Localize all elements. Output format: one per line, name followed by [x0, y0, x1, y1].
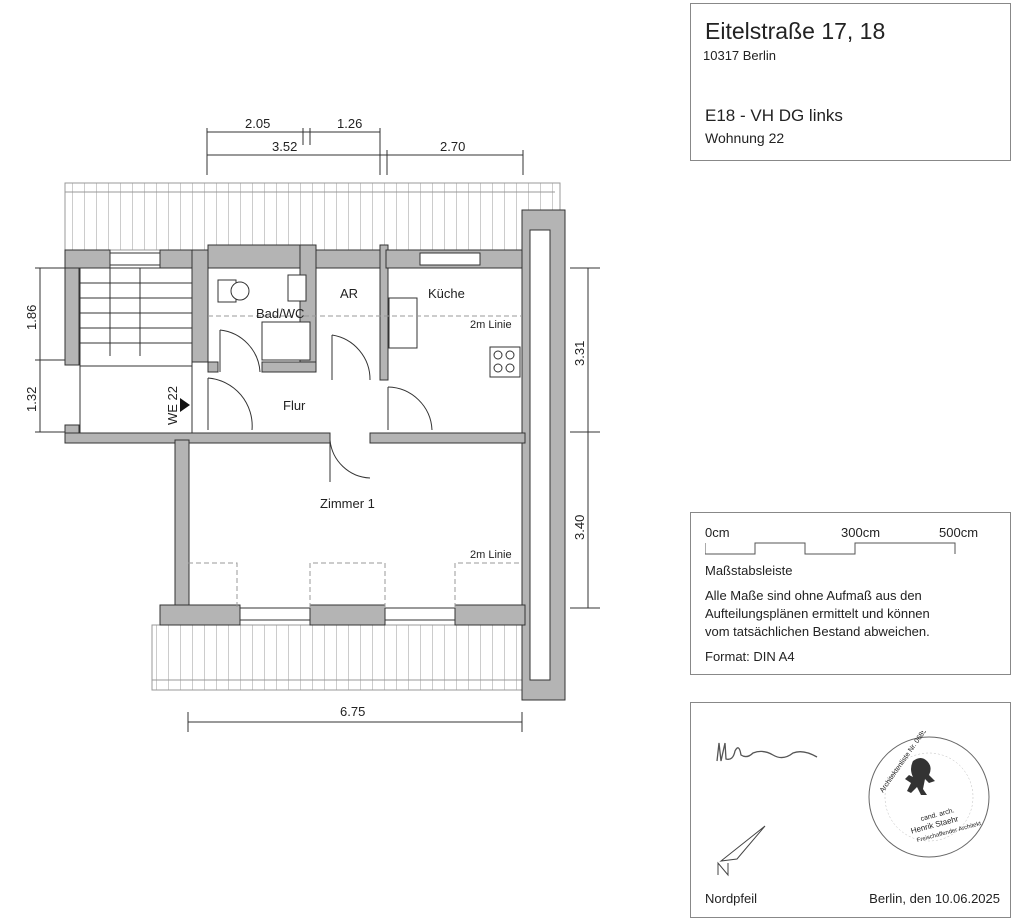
dim-left-1-32: 1.32	[24, 387, 39, 412]
walls	[64, 209, 566, 701]
fixtures	[217, 274, 521, 378]
room-label-hall: Flur	[283, 398, 306, 413]
disclaimer-line-1: Alle Maße sind ohne Aufmaß aus den	[705, 588, 922, 603]
dim-right-3-31: 3.31	[572, 341, 587, 366]
north-arrow-label: Nordpfeil	[705, 891, 758, 906]
two-meter-lines	[188, 315, 522, 608]
staircase	[79, 267, 193, 434]
room1-2m-line-label: 2m Linie	[470, 549, 512, 561]
dim-top-1-26: 1.26	[337, 116, 362, 131]
scale-label-300: 300cm	[841, 525, 881, 540]
dim-left-1-86: 1.86	[24, 305, 39, 330]
city: 10317 Berlin	[703, 48, 776, 63]
room-label-kitchen: Küche	[428, 286, 465, 301]
dim-top-3-52: 3.52	[272, 139, 297, 154]
scale-bar	[705, 542, 956, 555]
architect-stamp: cand. arch. Henrik Staehr Freischaffende…	[868, 731, 990, 858]
dim-bottom-6-75: 6.75	[340, 704, 365, 719]
doors	[207, 329, 433, 482]
entrance-label: WE 22	[165, 386, 180, 425]
legend-block: 0cm 300cm 500cm Maßstabsleiste Alle Maße…	[690, 512, 1011, 675]
bear-icon	[905, 758, 935, 795]
dimension-lines	[35, 128, 600, 732]
paper-format: Format: DIN A4	[705, 649, 795, 664]
room-label-room1: Zimmer 1	[320, 496, 375, 511]
scale-title: Maßstabsleiste	[705, 563, 793, 578]
entrance-arrow-icon	[180, 398, 190, 412]
address: Eitelstraße 17, 18	[705, 18, 886, 44]
room-label-storage: AR	[340, 286, 358, 301]
scale-label-0: 0cm	[705, 525, 730, 540]
dim-right-3-40: 3.40	[572, 515, 587, 540]
room-label-bath: Bad/WC	[256, 306, 304, 321]
scale-label-500: 500cm	[939, 525, 979, 540]
kitchen-2m-line-label: 2m Linie	[470, 319, 512, 331]
floor-plan: WE 22 Bad/WC AR Küche 2m Linie Flur Zimm…	[24, 116, 600, 732]
roof-hatching-bottom	[151, 624, 548, 691]
disclaimer-line-3: vom tatsächlichen Bestand abweichen.	[705, 624, 930, 639]
signature-block: cand. arch. Henrik Staehr Freischaffende…	[690, 702, 1011, 918]
apartment-number: Wohnung 22	[705, 130, 785, 146]
disclaimer-line-2: Aufteilungsplänen ermittelt und können	[705, 606, 930, 621]
north-arrow-icon	[717, 825, 766, 877]
windows	[109, 252, 481, 621]
signature	[716, 742, 818, 762]
title-block: Eitelstraße 17, 18 10317 Berlin E18 - VH…	[690, 3, 1011, 161]
roof-hatching-top	[64, 182, 561, 251]
dim-top-2-05: 2.05	[245, 116, 270, 131]
dim-top-2-70: 2.70	[440, 139, 465, 154]
place-date: Berlin, den 10.06.2025	[869, 891, 1000, 906]
unit-code: E18 - VH DG links	[705, 106, 843, 125]
